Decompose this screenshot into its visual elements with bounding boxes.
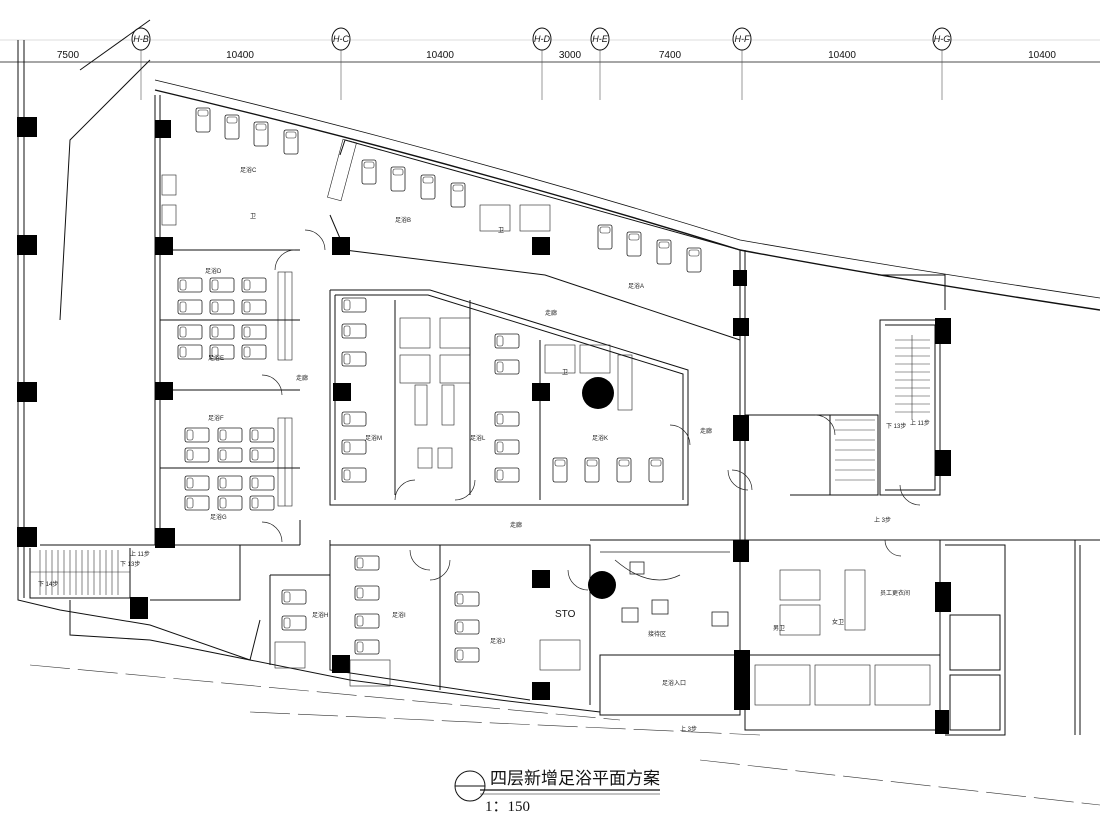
room-label-staff: 员工更衣间 (880, 589, 910, 597)
stair-label: 上 11步 (130, 550, 150, 558)
toilet-fixture (161, 174, 931, 706)
stair (30, 550, 130, 595)
axis-bubble: H-G (932, 27, 952, 100)
dimension-label: 10400 (1028, 50, 1056, 61)
dimension-label: 3000 (559, 50, 582, 61)
axis-bubble: H-B (131, 27, 151, 100)
room-label-entrance: 足浴入口 (662, 679, 686, 687)
dimension-label: 7500 (57, 50, 80, 61)
svg-text:H-E: H-E (592, 34, 608, 44)
stair-label: 下 13步 (120, 560, 140, 568)
room-label-toilet: 卫 (250, 213, 256, 220)
dimension-label: 10400 (226, 50, 254, 61)
room-label-female: 女卫 (832, 618, 844, 626)
room-label-a: 足浴A (628, 282, 644, 290)
room-label-g: 足浴G (210, 513, 227, 521)
svg-text:H-G: H-G (934, 34, 951, 44)
room-label-toilet: 卫 (562, 369, 568, 376)
axis-bubble: H-D (532, 27, 552, 100)
room-label-toilet: 卫 (498, 227, 504, 234)
svg-text:H-D: H-D (534, 34, 550, 44)
corridor-label: 走廊 (700, 427, 712, 435)
svg-text:H-C: H-C (333, 34, 349, 44)
room-label-k: 足浴K (592, 434, 608, 442)
dimension-label: 10400 (426, 50, 454, 61)
locker-shelf (277, 138, 633, 507)
axis-bubble: H-F (732, 27, 752, 100)
stair (895, 335, 930, 420)
corridor-label: 走廊 (545, 309, 557, 317)
corridor-label: 走廊 (296, 374, 308, 382)
stair-label: 上 3步 (680, 725, 697, 733)
structural-column (17, 117, 951, 734)
room-label-h: 足浴H (312, 611, 328, 619)
stair-label: 下 13步 (886, 422, 906, 430)
reception-desk (600, 551, 730, 627)
title-block (454, 770, 660, 802)
stair-label: 下 14步 (38, 580, 58, 588)
room-label-c: 足浴C (240, 166, 257, 174)
dimension-label: 7400 (659, 50, 682, 61)
room-label-d: 足浴D (205, 267, 222, 275)
axis-bubble: H-E (590, 27, 610, 100)
drawing-title: 四层新增足浴平面方案 (490, 769, 660, 788)
drawing-scale: 1：150 (485, 799, 530, 815)
room-label-l: 足浴L (470, 434, 486, 442)
room-label-e: 足浴E (208, 354, 224, 362)
room-label-sto: STO (555, 609, 576, 620)
building-outline (17, 19, 1100, 736)
door-swing (261, 229, 921, 591)
dimension-label: 10400 (828, 50, 856, 61)
room-label-i: 足浴I (392, 611, 406, 619)
room-label-m: 足浴M (365, 434, 382, 442)
room-label-reception: 接待区 (648, 630, 666, 638)
room-label-b: 足浴B (395, 216, 411, 224)
site-line (29, 664, 1100, 806)
stair (835, 419, 875, 481)
svg-text:H-F: H-F (735, 34, 750, 44)
stair-label: 上 11步 (910, 419, 930, 427)
room-label-male: 男卫 (773, 625, 785, 632)
axis-bubble: H-C (331, 27, 351, 100)
svg-text:H-B: H-B (133, 34, 149, 44)
room-label-f: 足浴F (208, 414, 224, 422)
stair-label: 上 3步 (874, 516, 891, 524)
corridor-label: 走廊 (510, 521, 522, 529)
room-label-j: 足浴J (490, 637, 505, 645)
